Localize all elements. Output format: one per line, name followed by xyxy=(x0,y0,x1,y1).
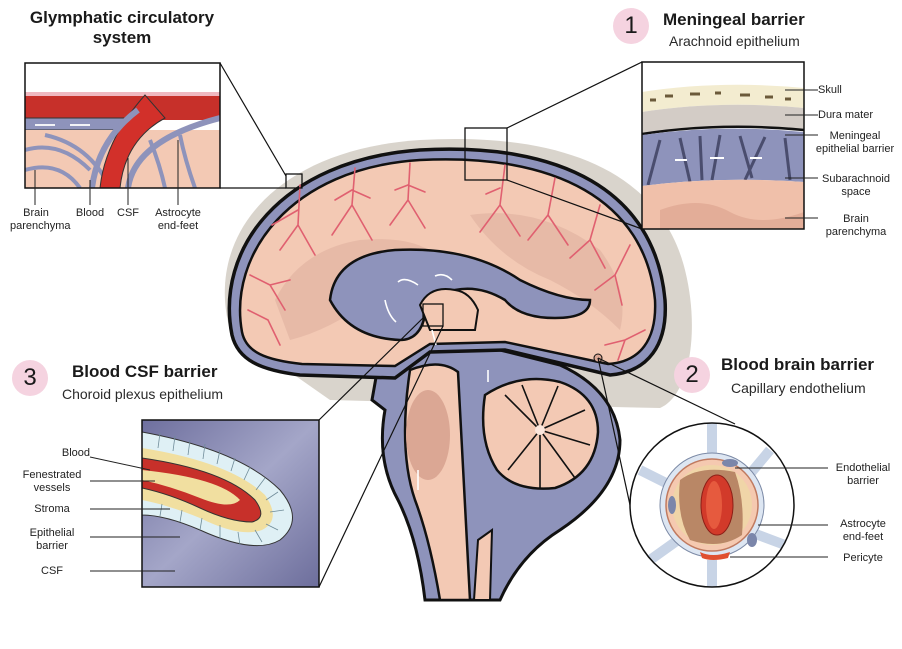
zoom-box-glymphatic xyxy=(285,173,303,189)
meningeal-leader-lines xyxy=(785,89,818,219)
label-epithelial-barrier: Epithelial barrier xyxy=(14,527,90,553)
label-text: barrier xyxy=(36,540,68,552)
label-text: Subarachnoid xyxy=(822,173,890,185)
label-fenestrated-vessels: Fenestrated vessels xyxy=(14,469,90,495)
meningeal-inset xyxy=(642,62,804,229)
label-astrocyte-end-feet: Astrocyte end-feet xyxy=(150,207,206,233)
label-csf: CSF xyxy=(117,207,139,219)
label-blood: Blood xyxy=(75,207,105,219)
label-text: end-feet xyxy=(842,531,884,543)
label-astrocyte-end-feet-bbb: Astrocyte end-feet xyxy=(828,518,898,544)
zoom-box-choroid xyxy=(422,303,444,327)
label-brain-parenchyma-meningeal: Brain parenchyma xyxy=(815,213,897,239)
label-csf-cp: CSF xyxy=(41,565,63,577)
label-text: Brain xyxy=(843,213,869,225)
glymphatic-inset xyxy=(25,63,220,188)
label-text: parenchyma xyxy=(825,226,887,238)
label-text: Endothelial xyxy=(835,462,891,474)
bcsfb-subtitle: Choroid plexus epithelium xyxy=(62,386,224,402)
label-text: parenchyma xyxy=(10,220,71,232)
label-text: barrier xyxy=(847,475,879,487)
label-endothelial-barrier: Endothelial barrier xyxy=(828,462,898,488)
bbb-inset xyxy=(630,423,794,587)
label-text: Astrocyte xyxy=(155,207,201,219)
label-text: Epithelial xyxy=(29,527,75,539)
label-text: Astrocyte xyxy=(840,518,886,530)
zoom-box-meningeal xyxy=(464,127,508,181)
label-text: space xyxy=(841,186,871,198)
label-pericyte: Pericyte xyxy=(843,552,883,564)
label-text: vessels xyxy=(33,482,71,494)
label-blood-cp: Blood xyxy=(20,447,90,460)
connector-lines xyxy=(219,61,736,588)
glymphatic-title-line1: Glymphatic circulatory xyxy=(29,8,215,27)
cortical-vessels xyxy=(247,162,646,361)
bbb-leader-lines xyxy=(730,467,828,558)
label-subarachnoid-space: Subarachnoid space xyxy=(815,173,897,199)
label-dura-mater: Dura mater xyxy=(818,109,874,121)
label-brain-parenchyma: Brain parenchyma xyxy=(10,207,71,233)
pons xyxy=(406,390,450,480)
label-text: Brain xyxy=(23,207,49,219)
glymphatic-title-line2: system xyxy=(92,28,152,47)
meningeal-subtitle: Arachnoid epithelium xyxy=(669,33,800,49)
glymphatic-leader-lines xyxy=(34,140,179,205)
label-stroma: Stroma xyxy=(34,503,70,515)
label-text: Fenestrated xyxy=(22,469,82,481)
label-skull: Skull xyxy=(818,84,842,96)
bcsfb-title: Blood CSF barrier xyxy=(72,362,218,381)
number-badge-2: 2 xyxy=(674,357,710,393)
label-meningeal-epithelial-barrier: Meningeal epithelial barrier xyxy=(808,130,902,156)
label-text: end-feet xyxy=(157,220,199,232)
cerebellum xyxy=(481,377,600,490)
label-text: Blood xyxy=(61,447,90,459)
number-badge-1: 1 xyxy=(613,8,649,44)
bbb-subtitle: Capillary endothelium xyxy=(731,380,866,396)
choroid-plexus-inset xyxy=(142,420,319,587)
glymphatic-title: Glymphatic circulatory system xyxy=(22,8,222,48)
lateral-ventricle xyxy=(328,248,592,342)
label-text: epithelial barrier xyxy=(815,143,895,155)
meningeal-title: Meningeal barrier xyxy=(663,10,805,29)
number-badge-3: 3 xyxy=(12,360,48,396)
choroid-leader-lines xyxy=(89,456,180,572)
bbb-title: Blood brain barrier xyxy=(721,355,875,374)
label-text: Meningeal xyxy=(829,130,881,142)
